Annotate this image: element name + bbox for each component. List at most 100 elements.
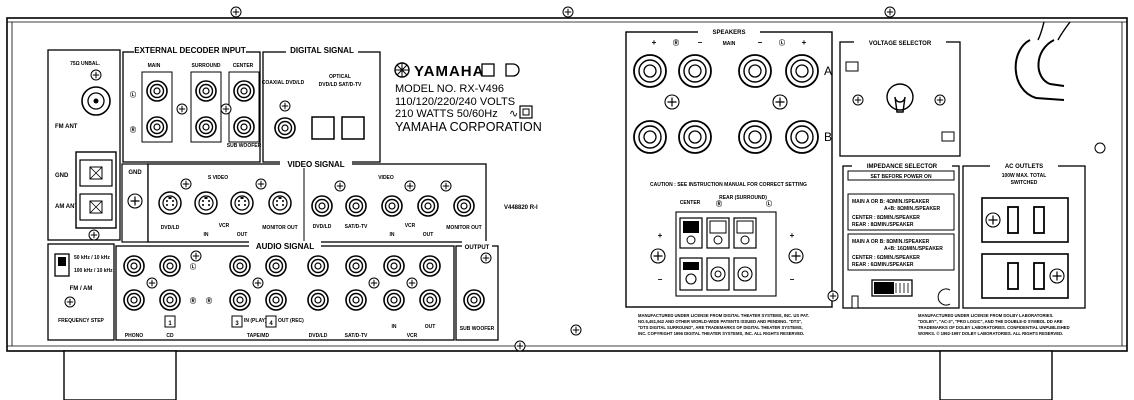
screw-icon — [1049, 268, 1065, 284]
chassis-screw-icon — [514, 340, 526, 352]
phono-label: PHONO — [125, 333, 143, 339]
s-video-monitor-out-jack[interactable] — [268, 191, 292, 215]
audio-tape-in-l-jack[interactable] — [229, 255, 251, 277]
s-video-vcr-out-jack[interactable] — [230, 191, 254, 215]
tape-out-number-label: 4 — [269, 321, 273, 327]
audio-vcr-in-r-jack[interactable] — [383, 289, 405, 311]
impedance-line-3: CENTER : 8ΩMIN./SPEAKER — [852, 215, 920, 221]
audio-sat-dtv-r-jack[interactable] — [345, 289, 367, 311]
ac-symbol-icon: ∿ — [509, 108, 518, 120]
chassis-screw-icon — [570, 324, 582, 336]
ext-subwoofer-jack[interactable] — [233, 116, 255, 138]
screw-icon — [190, 250, 202, 262]
plus-sign: + — [652, 38, 657, 47]
rear-left-plus-terminal[interactable] — [733, 217, 757, 249]
plus-sign: + — [802, 38, 807, 47]
audio-vcr-out-l-jack[interactable] — [419, 255, 441, 277]
optical-label: OPTICAL — [329, 74, 351, 80]
ext-surround-r-jack[interactable] — [195, 116, 217, 138]
ac-outlets-title: AC OUTLETS — [1005, 164, 1043, 170]
voltage-selector-keyhole[interactable] — [886, 83, 914, 113]
screw-icon — [827, 290, 839, 302]
freq-50-label: 50 kHz / 10 kHz — [74, 255, 110, 261]
subwoofer-output-jack[interactable] — [463, 289, 485, 311]
s-video-label: S VIDEO — [208, 175, 228, 181]
audio-tape-out-l-jack[interactable] — [265, 255, 287, 277]
s-video-vcr-in-jack[interactable] — [194, 191, 218, 215]
center-minus-terminal[interactable] — [679, 257, 703, 291]
sv-dvd-ld-label: DVD/LD — [161, 225, 180, 231]
dolby-notice-line-1: MANUFACTURED UNDER LICENSE FROM DOLBY LA… — [918, 313, 1053, 318]
watts-rating: 210 WATTS 50/60Hz — [395, 108, 498, 120]
frequency-step-switch[interactable] — [54, 253, 70, 277]
brand-name: YAMAHA — [414, 63, 484, 80]
audio-right-icon: Ⓡ — [190, 297, 196, 305]
screw-icon — [146, 277, 158, 289]
digital-signal-title: DIGITAL SIGNAL — [290, 46, 354, 55]
audio-tape-in-r-jack[interactable] — [229, 289, 251, 311]
dolby-notice-line-4: WORKS. © 1992-1997 DOLBY LABORATORIES. A… — [918, 331, 1063, 336]
audio-vcr-out-r-jack[interactable] — [419, 289, 441, 311]
speaker-center-label: CENTER — [680, 200, 701, 206]
double-insulation-icon — [505, 63, 520, 77]
rear-right-minus-terminal[interactable] — [706, 257, 730, 291]
video-vcr-out-jack[interactable] — [417, 195, 439, 217]
speaker-b-left-plus-terminal[interactable] — [785, 120, 819, 154]
coaxial-dvd-ld-jack[interactable] — [274, 117, 296, 139]
rear-right-plus-terminal[interactable] — [706, 217, 730, 249]
set-before-power-label: SET BEFORE POWER ON — [870, 174, 932, 180]
minus-sign: − — [758, 38, 763, 47]
speaker-a-right-minus-terminal[interactable] — [678, 54, 712, 88]
optical-dvd-ld-port[interactable] — [311, 116, 335, 140]
tape-out-rec-label: OUT (REC) — [278, 318, 304, 324]
output-title: OUTPUT — [465, 245, 490, 251]
audio-cd-r-jack[interactable] — [159, 289, 181, 311]
left-channel-icon: Ⓛ — [130, 91, 136, 99]
optical-sat-dtv-port[interactable] — [341, 116, 365, 140]
ext-surround-l-jack[interactable] — [195, 80, 217, 102]
audio-phono-r-jack[interactable] — [123, 289, 145, 311]
audio-right-icon-2: Ⓡ — [206, 297, 212, 305]
fm-antenna-jack[interactable] — [81, 86, 111, 116]
audio-dvd-ld-r-jack[interactable] — [307, 289, 329, 311]
screw-icon — [852, 94, 864, 106]
video-sat-dtv-jack[interactable] — [345, 195, 367, 217]
speaker-a-left-plus-terminal[interactable] — [785, 54, 819, 88]
audio-dvd-ld-l-jack[interactable] — [307, 255, 329, 277]
sv-monitor-out-label: MONITOR OUT — [262, 225, 297, 231]
impedance-selector-switch[interactable] — [871, 279, 913, 297]
audio-cd-l-jack[interactable] — [159, 255, 181, 277]
gnd-terminal-screw[interactable] — [127, 193, 143, 209]
speaker-a-left-minus-terminal[interactable] — [738, 54, 772, 88]
screw-icon — [88, 229, 100, 241]
speaker-a-right-plus-terminal[interactable] — [633, 54, 667, 88]
audio-sat-dtv-l-jack[interactable] — [345, 255, 367, 277]
audio-phono-l-jack[interactable] — [123, 255, 145, 277]
video-monitor-out-jack[interactable] — [453, 195, 475, 217]
center-plus-terminal[interactable] — [679, 217, 703, 249]
v-vcr-label: VCR — [405, 223, 416, 229]
s-video-dvd-ld-jack[interactable] — [158, 191, 182, 215]
composite-video-label: VIDEO — [378, 175, 394, 181]
audio-vcr-in-l-jack[interactable] — [383, 255, 405, 277]
screw-icon — [176, 103, 188, 115]
video-dvd-ld-jack[interactable] — [311, 195, 333, 217]
video-vcr-in-jack[interactable] — [381, 195, 403, 217]
ext-center-jack[interactable] — [233, 80, 255, 102]
am-terminal-block[interactable] — [75, 151, 117, 229]
screw-icon — [664, 94, 680, 110]
speaker-b-left-minus-terminal[interactable] — [738, 120, 772, 154]
ext-main-l-jack[interactable] — [146, 80, 168, 102]
rear-left-minus-terminal[interactable] — [733, 257, 757, 291]
speaker-b-right-plus-terminal[interactable] — [633, 120, 667, 154]
ext-main-r-jack[interactable] — [146, 116, 168, 138]
rear-right-icon: Ⓡ — [716, 200, 722, 208]
ext-center-label: CENTER — [233, 63, 254, 69]
ext-subwoofer-label: SUB WOOFER — [227, 143, 262, 149]
impedance-line-1: MAIN A OR B: 4ΩMIN./SPEAKER — [852, 199, 930, 205]
impedance-line-5: MAIN A OR B: 8ΩMIN./SPEAKER — [852, 239, 930, 245]
audio-tape-out-r-jack[interactable] — [265, 289, 287, 311]
screw-icon — [406, 277, 418, 289]
speaker-b-right-minus-terminal[interactable] — [678, 120, 712, 154]
tape-in-number-label: 3 — [235, 321, 239, 327]
